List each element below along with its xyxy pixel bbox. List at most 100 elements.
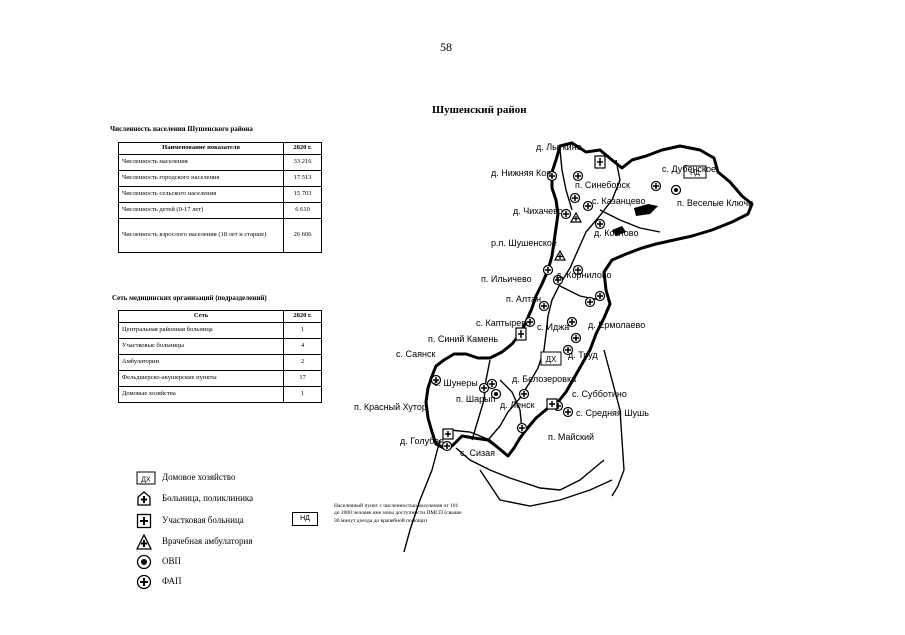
table-cell: Численность взрослого населения (18 лет … [117,217,285,253]
place-label: с. Шунеры [434,378,478,388]
legend-label: Врачебная амбулатория [162,536,253,546]
table-cell: 2 [283,353,322,371]
outpatient-clinic-marker [553,249,567,261]
fap-marker [552,274,564,286]
lake [612,226,626,236]
table-cell: Амбулатории [117,353,285,371]
place-labels: д. Лыткино д. Нижняя Коя п. Синеборск с.… [354,142,753,458]
fap-marker [584,296,596,308]
table-cell: 26 606 [283,217,322,253]
place-label: п. Веселые Ключи [677,198,753,208]
hospital-marker [594,155,606,169]
facility-markers [430,155,682,452]
district-hospital-icon [136,513,152,529]
place-label: п. Ильичево [481,274,532,284]
table-cell: Численность сельского населения [117,185,285,203]
fap-icon [136,574,152,590]
place-label: д. Чихачево [513,206,563,216]
nd-legend-symbol: НД [292,512,318,526]
table-cell: 33 216 [283,153,322,171]
fap-marker [542,264,554,276]
table-row: Численность детей (0-17 лет) 6 610 [117,201,322,219]
population-table-title: Численность населения Шушенского района [110,125,253,133]
table-cell: 15 703 [283,185,322,203]
svg-text:ДХ: ДХ [546,355,557,364]
place-label: д. Ленск [500,400,535,410]
table-header-cell: Сеть [117,310,285,323]
table-row: Домовые хозяйства 1 [117,385,322,403]
ovp-icon [136,554,152,570]
place-label: п. Синий Камень [428,334,498,344]
hospital-polyclinic-icon [137,491,151,506]
population-table: Наименование показателя 2020 г. Численно… [117,142,322,253]
table-header-row: Сеть 2020 г. [117,310,322,323]
table-cell: Фельдшерско-акушерские пункты [117,369,285,387]
place-label: с. Средняя Шушь [576,408,649,418]
hospital-marker [442,428,454,440]
place-label: с. Каптырево [476,318,531,328]
fap-marker [538,300,550,312]
hospital-marker [546,398,558,410]
table-row: Численность населения 33 216 [117,153,322,171]
legend-label: Домовое хозяйство [162,472,236,482]
medical-table: Сеть 2020 г. Центральная районная больни… [117,310,322,403]
svg-text:ДХ: ДХ [141,477,151,484]
table-cell: Численность населения [117,153,285,171]
table-row: Амбулатории 2 [117,353,322,371]
map-title: Шушенский район [432,104,527,116]
table-row: Центральная районная больница 1 [117,321,322,339]
fap-marker [594,290,606,302]
table-cell: Домовые хозяйства [117,385,285,403]
place-label: п. Шарып [456,394,496,404]
district-map: ДХ НД д. Лыткино д. Нижняя Коя п. Синебо… [354,141,754,553]
place-label: д. Корнилово [556,270,612,280]
table-row: Фельдшерско-акушерские пункты 17 [117,369,322,387]
nd-map-marker: НД [683,165,707,179]
place-label: д. Лыткино [536,142,582,152]
legend-label: Участковая больница [162,515,244,525]
table-cell: 6 610 [283,201,322,219]
fap-marker [486,378,498,390]
lake [634,204,658,216]
fap-marker [478,382,490,394]
fap-marker [562,406,574,418]
fap-marker [566,316,578,328]
place-label: д. Труд [568,350,598,360]
table-cell: 17 513 [283,169,322,187]
fap-marker [562,344,574,356]
table-cell: 1 [283,385,322,403]
fap-marker [570,332,582,344]
table-cell: Участковые больницы [117,337,285,355]
table-cell: 1 [283,321,322,339]
outpatient-clinic-icon [136,534,152,550]
district-boundary [424,141,754,458]
table-header-cell: 2020 г. [283,310,322,323]
table-row: Численность сельского населения 15 703 [117,185,322,203]
table-header-cell: 2020 г. [283,142,322,155]
place-label: п. Синеборск [575,180,630,190]
dx-map-marker: ДХ [540,351,562,366]
table-header-row: Наименование показателя 2020 г. [117,142,322,155]
table-cell: 4 [283,337,322,355]
medical-table-title: Сеть медицинских организаций (подразделе… [112,294,267,302]
place-label: р.п. Шушенское [491,238,557,248]
place-label: д. Ермолаево [588,320,645,330]
place-label: с. Сизая [460,448,495,458]
fap-marker [518,388,530,400]
table-row: Участковые больницы 4 [117,337,322,355]
fap-marker [569,192,581,204]
place-label: д. Нижняя Коя [491,168,551,178]
place-label: д. Голубая [400,436,444,446]
legend: ДХ Домовое хозяйство Больница, поликлини… [136,470,286,600]
fap-marker [594,218,606,230]
table-row: Численность городского населения 17 513 [117,169,322,187]
place-label: п. Алтан [506,294,541,304]
ovp-marker [490,388,502,400]
hospital-marker [515,327,527,341]
dx-box-icon: ДХ [136,471,156,485]
place-label: п. Красный Хутор [354,402,427,412]
fap-marker [516,422,528,434]
page-number: 58 [440,40,452,54]
fap-marker [560,208,572,220]
fap-marker [546,170,558,182]
